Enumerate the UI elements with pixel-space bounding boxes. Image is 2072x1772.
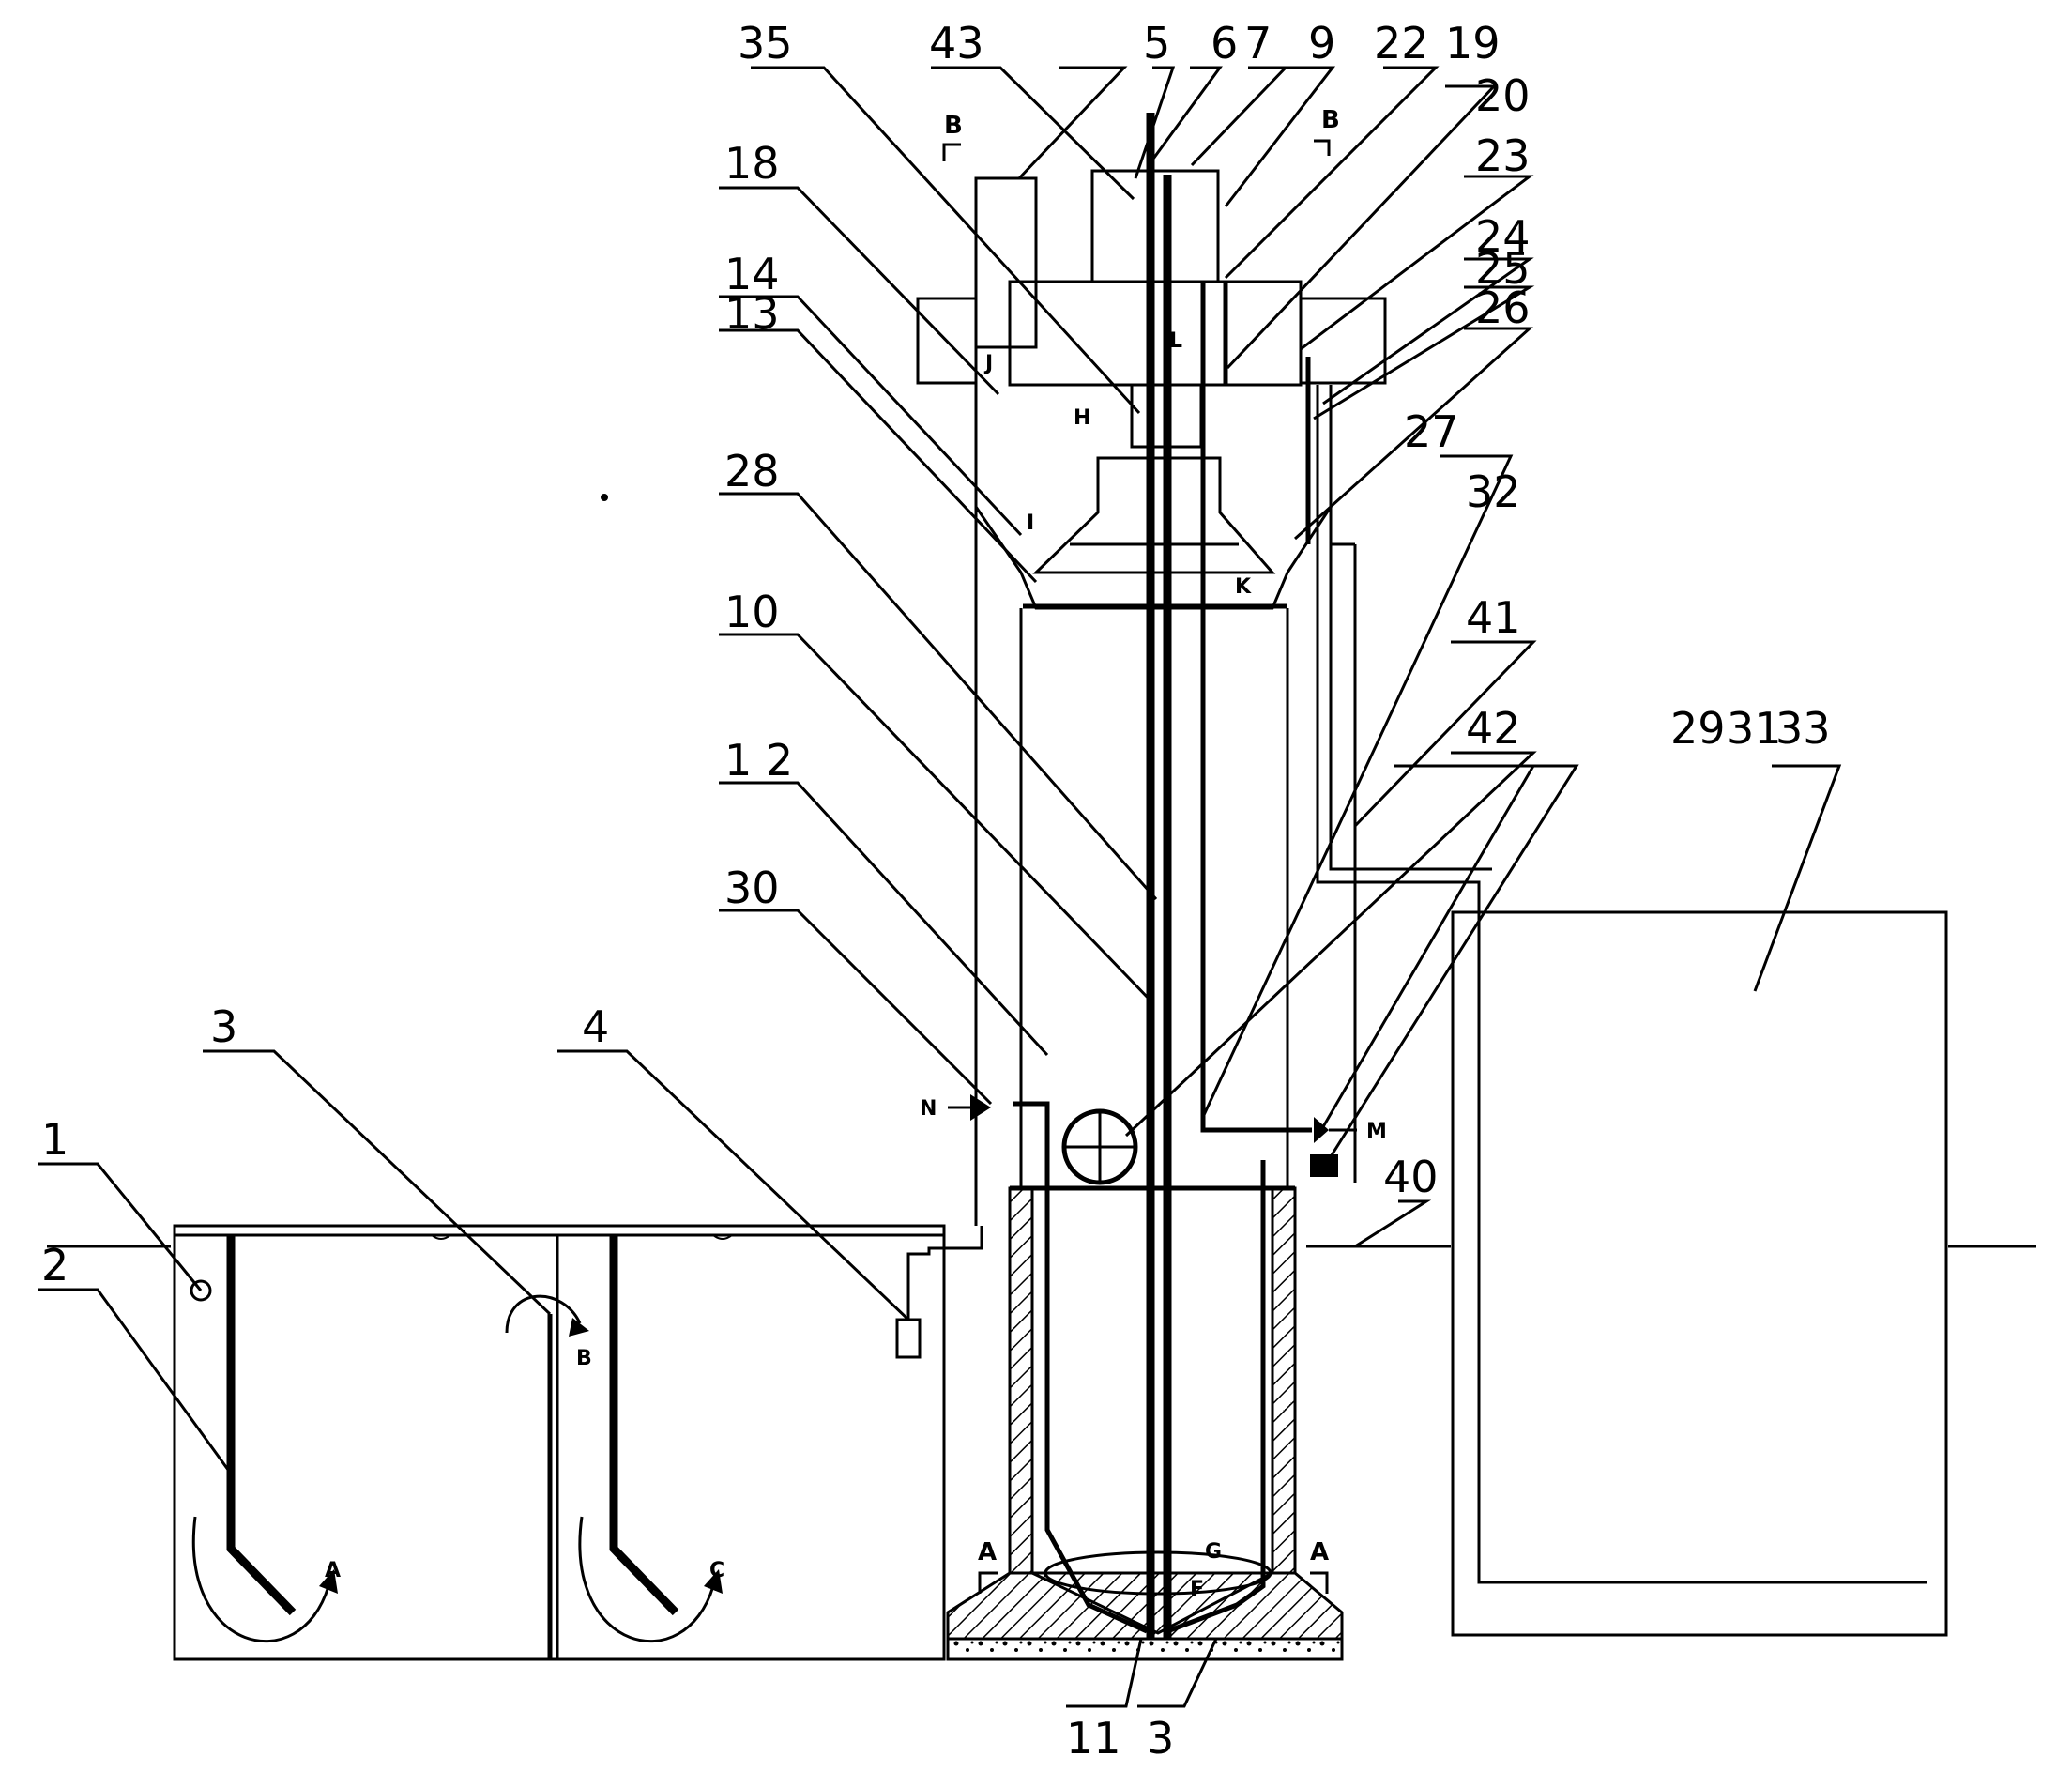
- label-28: 28: [724, 446, 780, 496]
- flow-letter-f: F: [1190, 1578, 1204, 1601]
- label-41: 41: [1466, 592, 1521, 643]
- label-1: 1: [41, 1114, 69, 1165]
- label-10: 10: [724, 587, 780, 637]
- flow-letter-c: C: [709, 1559, 724, 1582]
- label-11: 11: [1066, 1713, 1121, 1764]
- label-27: 27: [1404, 406, 1459, 457]
- section-mark-a-left: A: [978, 1538, 997, 1566]
- left-tank: [173, 1224, 983, 1661]
- label-14: 14: [724, 249, 780, 299]
- flow-letter-i: I: [1027, 512, 1034, 535]
- label-18: 18: [724, 138, 780, 189]
- label-20: 20: [1475, 70, 1531, 121]
- callout-numbers: 35 43 5 6 7 9 22 19 20 23 24 25 26 18 14…: [41, 18, 1831, 1764]
- label-22: 22: [1374, 18, 1429, 69]
- label-13: 13: [724, 288, 780, 339]
- section-mark-b-left: B: [944, 112, 963, 140]
- label-3: 3: [210, 1001, 237, 1052]
- flow-letter-m: M: [1366, 1120, 1387, 1143]
- section-mark-a-right: A: [1310, 1538, 1329, 1566]
- label-30: 30: [724, 863, 780, 913]
- label-31: 31: [1727, 703, 1782, 754]
- label-4: 4: [582, 1001, 609, 1052]
- flow-letter-l: L: [1169, 329, 1182, 353]
- label-42: 42: [1466, 703, 1521, 754]
- label-33: 33: [1775, 703, 1831, 754]
- right-tank: [1316, 385, 1948, 1637]
- label-12: 1 2: [724, 735, 793, 786]
- label-25: 25: [1475, 243, 1531, 294]
- leader-lines: [38, 66, 1842, 1708]
- flow-letter-k: K: [1235, 575, 1252, 599]
- label-5: 5: [1143, 18, 1170, 69]
- label-40: 40: [1383, 1152, 1439, 1202]
- label-9: 9: [1308, 18, 1335, 69]
- flow-letter-a: A: [325, 1559, 341, 1582]
- flow-letter-g: G: [1205, 1540, 1222, 1564]
- label-7: 7: [1244, 18, 1272, 69]
- label-3-bottom: 3: [1147, 1713, 1174, 1764]
- label-2: 2: [41, 1240, 69, 1291]
- flow-letter-b: B: [576, 1347, 592, 1370]
- section-marks: B B A A: [942, 106, 1340, 1594]
- label-23: 23: [1475, 130, 1531, 181]
- label-29: 29: [1670, 703, 1726, 754]
- section-mark-b-right: B: [1321, 106, 1340, 134]
- label-26: 26: [1475, 283, 1531, 333]
- main-column: [916, 113, 1387, 1661]
- label-35: 35: [738, 18, 793, 69]
- label-24: 24: [1475, 211, 1531, 262]
- label-19: 19: [1445, 18, 1501, 69]
- label-6: 6: [1211, 18, 1238, 69]
- label-43: 43: [929, 18, 984, 69]
- flow-letter-n: N: [920, 1097, 937, 1121]
- flow-letter-j: J: [983, 352, 993, 375]
- label-32: 32: [1466, 466, 1521, 517]
- flow-letters: A B C F G H I J K L M N: [325, 329, 1387, 1601]
- flow-letter-h: H: [1074, 406, 1090, 430]
